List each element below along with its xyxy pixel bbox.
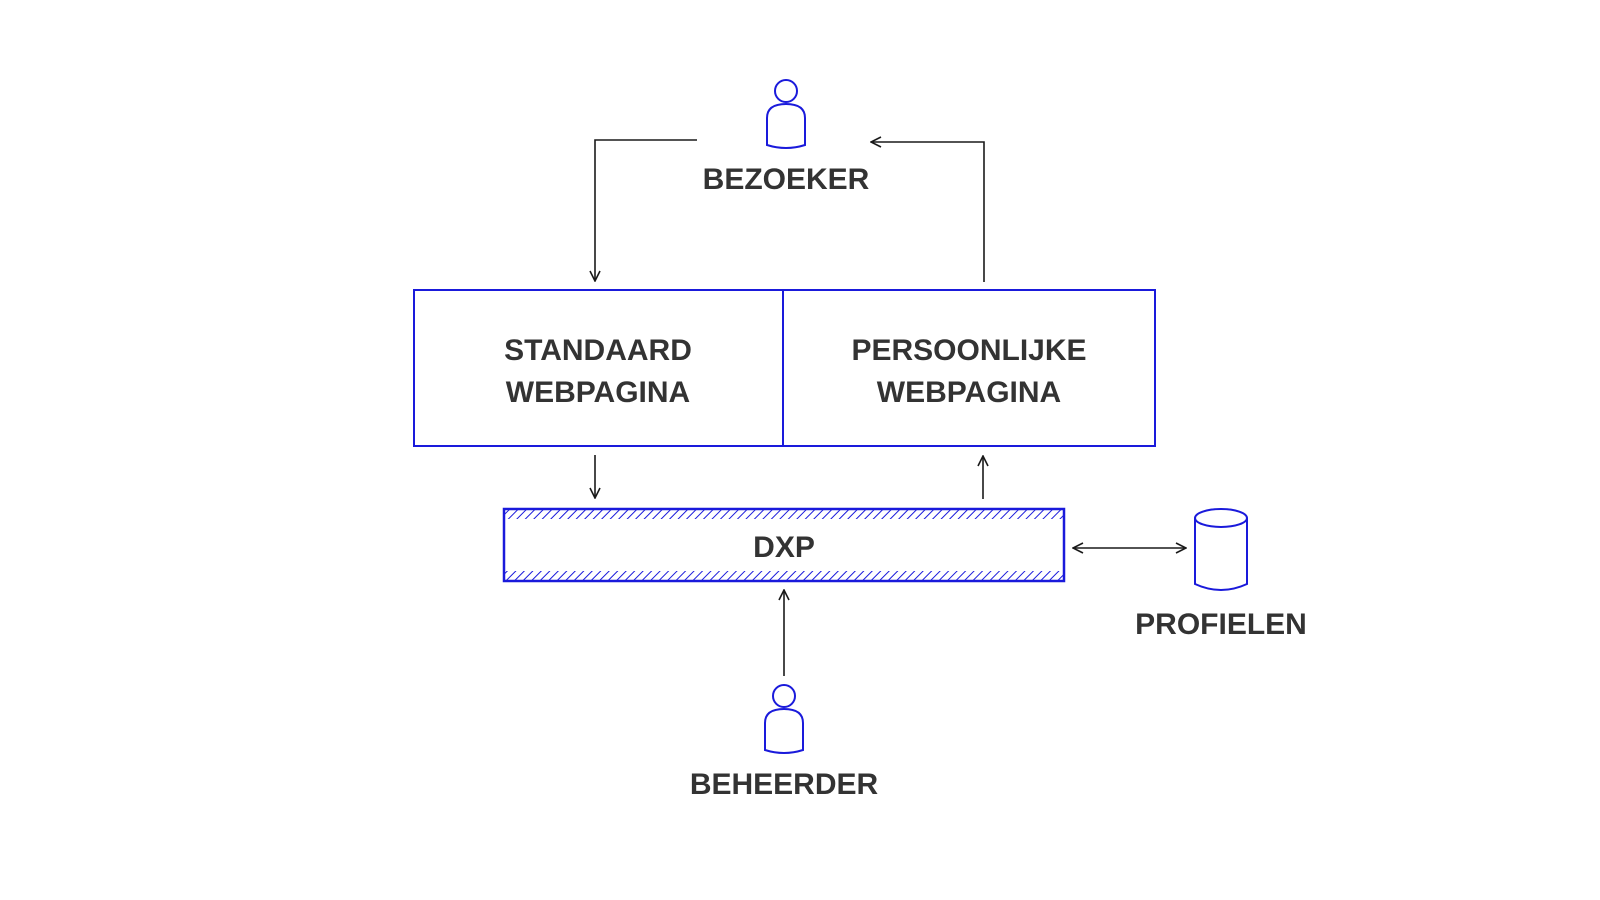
visitor-person-icon bbox=[766, 79, 806, 149]
profiles-label: PROFIELEN bbox=[1135, 608, 1307, 641]
standard-page-box: STANDAARD WEBPAGINA bbox=[413, 289, 784, 447]
dxp-label: DXP bbox=[753, 531, 815, 564]
profiles-node: PROFIELEN bbox=[1135, 508, 1307, 641]
admin-label: BEHEERDER bbox=[690, 768, 879, 801]
dxp-hatch-bottom bbox=[504, 571, 1064, 581]
visitor-label: BEZOEKER bbox=[703, 163, 870, 196]
dxp-hatch-top bbox=[504, 509, 1064, 519]
standard-page-label-line2: WEBPAGINA bbox=[506, 376, 690, 409]
admin-node: BEHEERDER bbox=[690, 684, 879, 801]
edge-visitor-to-standard-page bbox=[595, 139, 697, 281]
profiles-database-icon bbox=[1194, 508, 1248, 591]
dxp-box: DXP bbox=[502, 507, 1066, 583]
admin-person-icon bbox=[764, 684, 804, 754]
edge-personal-page-to-visitor bbox=[871, 142, 985, 282]
personal-page-label-line1: PERSOONLIJKE bbox=[851, 334, 1086, 367]
visitor-node: BEZOEKER bbox=[703, 79, 870, 196]
standard-page-label-line1: STANDAARD bbox=[504, 334, 692, 367]
personal-page-box: PERSOONLIJKE WEBPAGINA bbox=[782, 289, 1156, 447]
personal-page-label-line2: WEBPAGINA bbox=[877, 376, 1061, 409]
